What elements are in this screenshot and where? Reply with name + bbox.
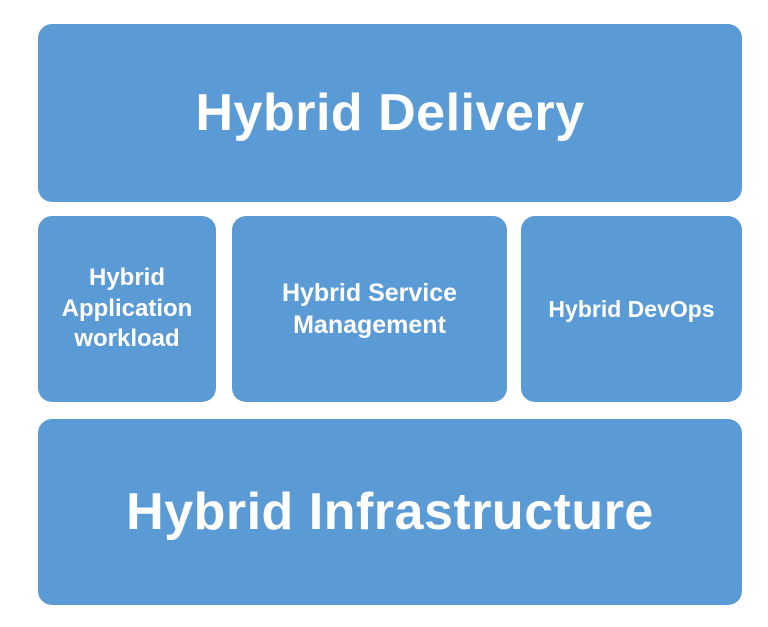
block-label: Hybrid DevOps [548,296,714,323]
label-line: Hybrid Service [281,278,458,307]
label-line: Application [61,294,193,322]
hybrid-application-workload-block: Hybrid Application workload [38,216,216,402]
label-line: Management [293,311,446,339]
label-line: workload [74,325,180,353]
hybrid-infrastructure-label: Hybrid Infrastructure [126,483,654,541]
hybrid-service-management-block: Hybrid Service Management [232,216,507,402]
hybrid-delivery-block: Hybrid Delivery [38,24,742,202]
block-label: Hybrid Service Management [282,277,457,342]
label-line: Hybrid [88,263,165,291]
label-line: Hybrid DevOps [548,295,715,322]
hybrid-delivery-label: Hybrid Delivery [195,84,585,142]
hybrid-devops-block: Hybrid DevOps [521,216,742,402]
block-label: Hybrid Application workload [62,263,193,355]
hybrid-infrastructure-block: Hybrid Infrastructure [38,419,742,605]
